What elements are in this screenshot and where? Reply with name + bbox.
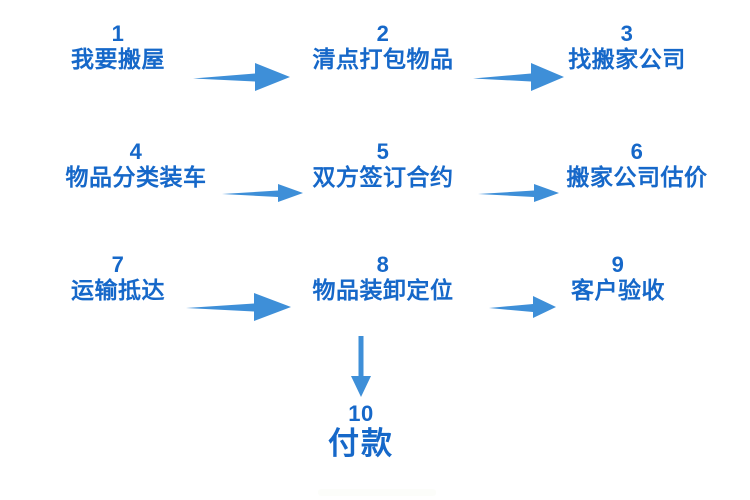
step-number-6: 6 (630, 139, 644, 164)
step-node-9[interactable]: 9 客户验收 (571, 253, 665, 305)
arrow-8-to-10-icon (343, 336, 379, 398)
step-node-7[interactable]: 7 运输抵达 (71, 253, 165, 305)
step-number-4: 4 (129, 139, 143, 164)
arrow-5-to-6-icon (478, 181, 560, 205)
step-node-2[interactable]: 2 清点打包物品 (313, 22, 454, 74)
step-label-10: 付款 (328, 426, 394, 462)
arrow-8-to-9-icon (489, 294, 557, 320)
step-label-7: 运输抵达 (71, 277, 165, 304)
arrow-4-to-5-icon (222, 181, 304, 205)
step-number-1: 1 (111, 21, 125, 46)
arrow-2-to-3-icon (473, 60, 565, 94)
step-label-3: 找搬家公司 (568, 46, 686, 73)
bottom-edge-artifact (318, 489, 436, 496)
step-node-5[interactable]: 5 双方签订合约 (313, 140, 454, 192)
step-number-10: 10 (348, 401, 374, 426)
step-node-4[interactable]: 4 物品分类装车 (66, 140, 207, 192)
step-label-5: 双方签订合约 (312, 164, 454, 191)
step-label-1: 我要搬屋 (71, 46, 165, 73)
step-label-2: 清点打包物品 (312, 46, 454, 73)
step-number-7: 7 (111, 252, 125, 277)
step-node-6[interactable]: 6 搬家公司估价 (567, 140, 708, 192)
step-number-8: 8 (376, 252, 390, 277)
arrow-7-to-8-icon (186, 291, 292, 323)
step-node-10[interactable]: 10 付款 (328, 402, 394, 464)
step-node-1[interactable]: 1 我要搬屋 (71, 22, 165, 74)
step-number-3: 3 (620, 21, 634, 46)
step-number-2: 2 (376, 21, 390, 46)
step-number-9: 9 (611, 252, 625, 277)
step-label-4: 物品分类装车 (65, 164, 207, 191)
step-label-9: 客户验收 (571, 277, 665, 304)
step-number-5: 5 (376, 139, 390, 164)
step-label-8: 物品装卸定位 (312, 277, 454, 304)
step-label-6: 搬家公司估价 (566, 164, 708, 191)
step-node-8[interactable]: 8 物品装卸定位 (313, 253, 454, 305)
step-node-3[interactable]: 3 找搬家公司 (568, 22, 686, 74)
arrow-1-to-2-icon (193, 60, 291, 94)
